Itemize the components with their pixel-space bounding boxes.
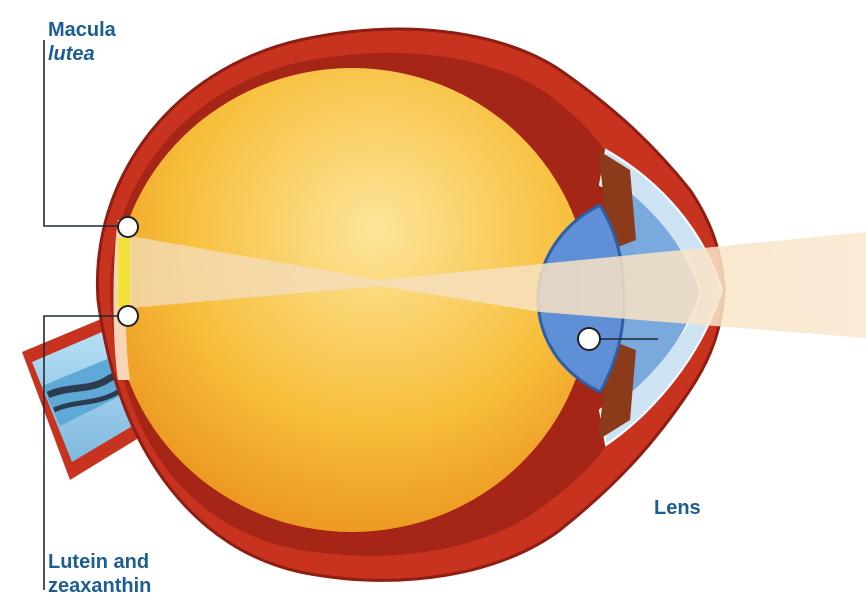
macula-marker xyxy=(118,217,138,237)
lens-label: Lens xyxy=(654,496,701,520)
lens-marker xyxy=(578,328,600,350)
lutein-marker xyxy=(118,306,138,326)
macula-label-line2: lutea xyxy=(48,42,116,66)
macula-label-line1: Macula xyxy=(48,18,116,42)
lutein-zeaxanthin-label: Lutein and zeaxanthin xyxy=(48,550,151,598)
lutein-label-line1: Lutein and xyxy=(48,550,151,574)
macula-lutea-label: Macula lutea xyxy=(48,18,116,66)
lutein-label-line2: zeaxanthin xyxy=(48,574,151,598)
macula-spot xyxy=(118,238,132,308)
